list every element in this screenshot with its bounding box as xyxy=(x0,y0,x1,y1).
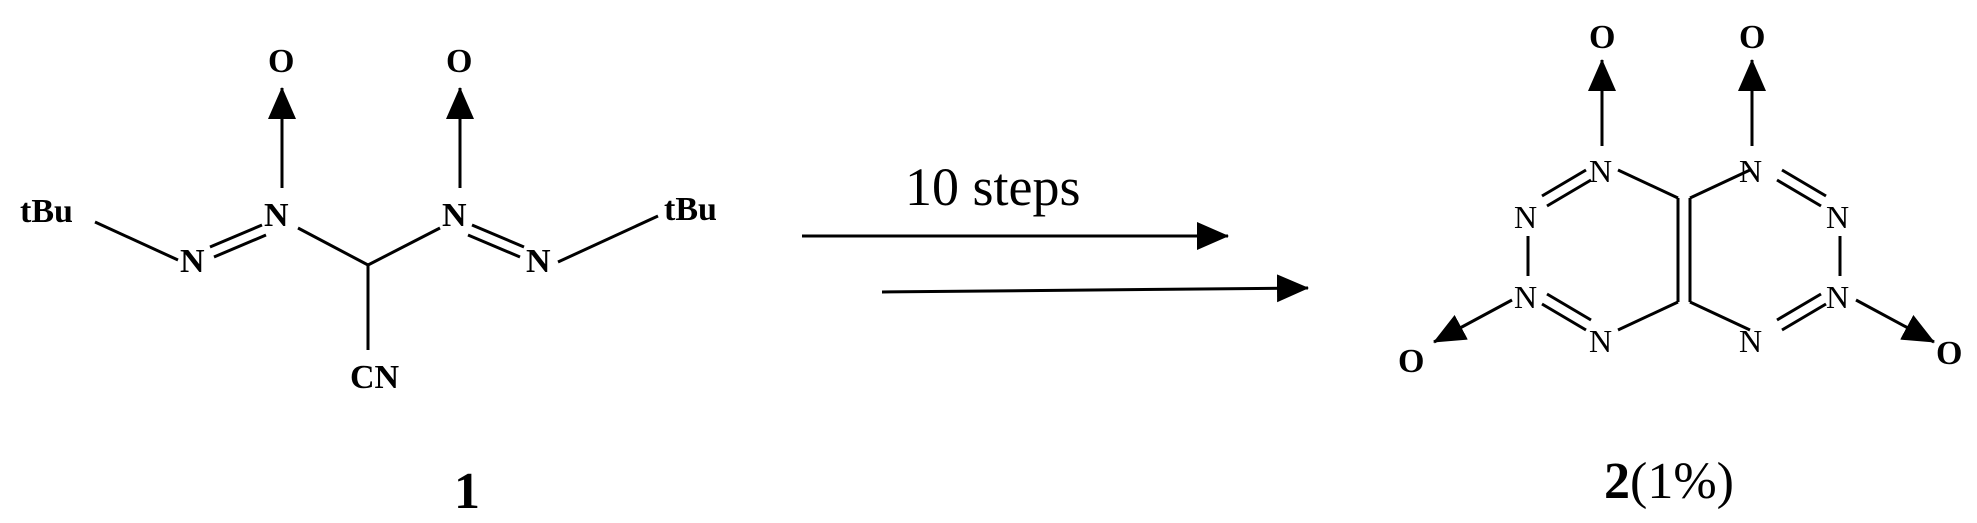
product-nitrogen-top-left: N xyxy=(1589,153,1612,189)
product-label-yield: (1%) xyxy=(1630,453,1734,510)
reaction-arrow-lower xyxy=(881,274,1309,303)
product-label-number: 2 xyxy=(1604,453,1630,510)
product-nitrogen-right-upper: N xyxy=(1826,199,1849,235)
product-2: O O O O N N N N N N N N 2(1%) xyxy=(1398,19,1962,510)
reactant-nitrogen-4: N xyxy=(526,243,551,280)
reactant-tbu-left: tBu xyxy=(20,193,73,230)
product-nitrogen-left-lower: N xyxy=(1514,279,1537,315)
product-oxygen-top-right: O xyxy=(1739,19,1765,56)
product-nitrogen-top-right: N xyxy=(1739,153,1762,189)
reactant-1: O O tBu tBu N N N N CN 1 xyxy=(20,43,717,520)
reaction-arrows: 10 steps xyxy=(802,157,1309,303)
reactant-bonds xyxy=(94,87,659,350)
reactant-oxygen-right: O xyxy=(446,43,472,80)
reactant-oxygen-left: O xyxy=(268,43,294,80)
reactant-nitrogen-2: N xyxy=(264,197,289,234)
reactant-cyano-group: CN xyxy=(350,359,400,396)
product-nitrogen-left-upper: N xyxy=(1514,199,1537,235)
product-oxygen-top-left: O xyxy=(1589,19,1615,56)
reactant-tbu-right: tBu xyxy=(664,191,717,228)
product-label: 2(1%) xyxy=(1604,453,1734,510)
reactant-nitrogen-3: N xyxy=(442,197,467,234)
reactant-label: 1 xyxy=(454,463,480,520)
product-oxygen-bottom-right: O xyxy=(1936,335,1962,372)
product-bonds xyxy=(1433,59,1935,344)
product-nitrogen-bottom-left: N xyxy=(1589,323,1612,359)
product-nitrogen-right-lower: N xyxy=(1826,279,1849,315)
product-oxygen-bottom-left: O xyxy=(1398,343,1424,380)
reaction-conditions: 10 steps xyxy=(905,157,1081,217)
reactant-nitrogen-1: N xyxy=(180,243,205,280)
product-nitrogen-bottom-right: N xyxy=(1739,323,1762,359)
